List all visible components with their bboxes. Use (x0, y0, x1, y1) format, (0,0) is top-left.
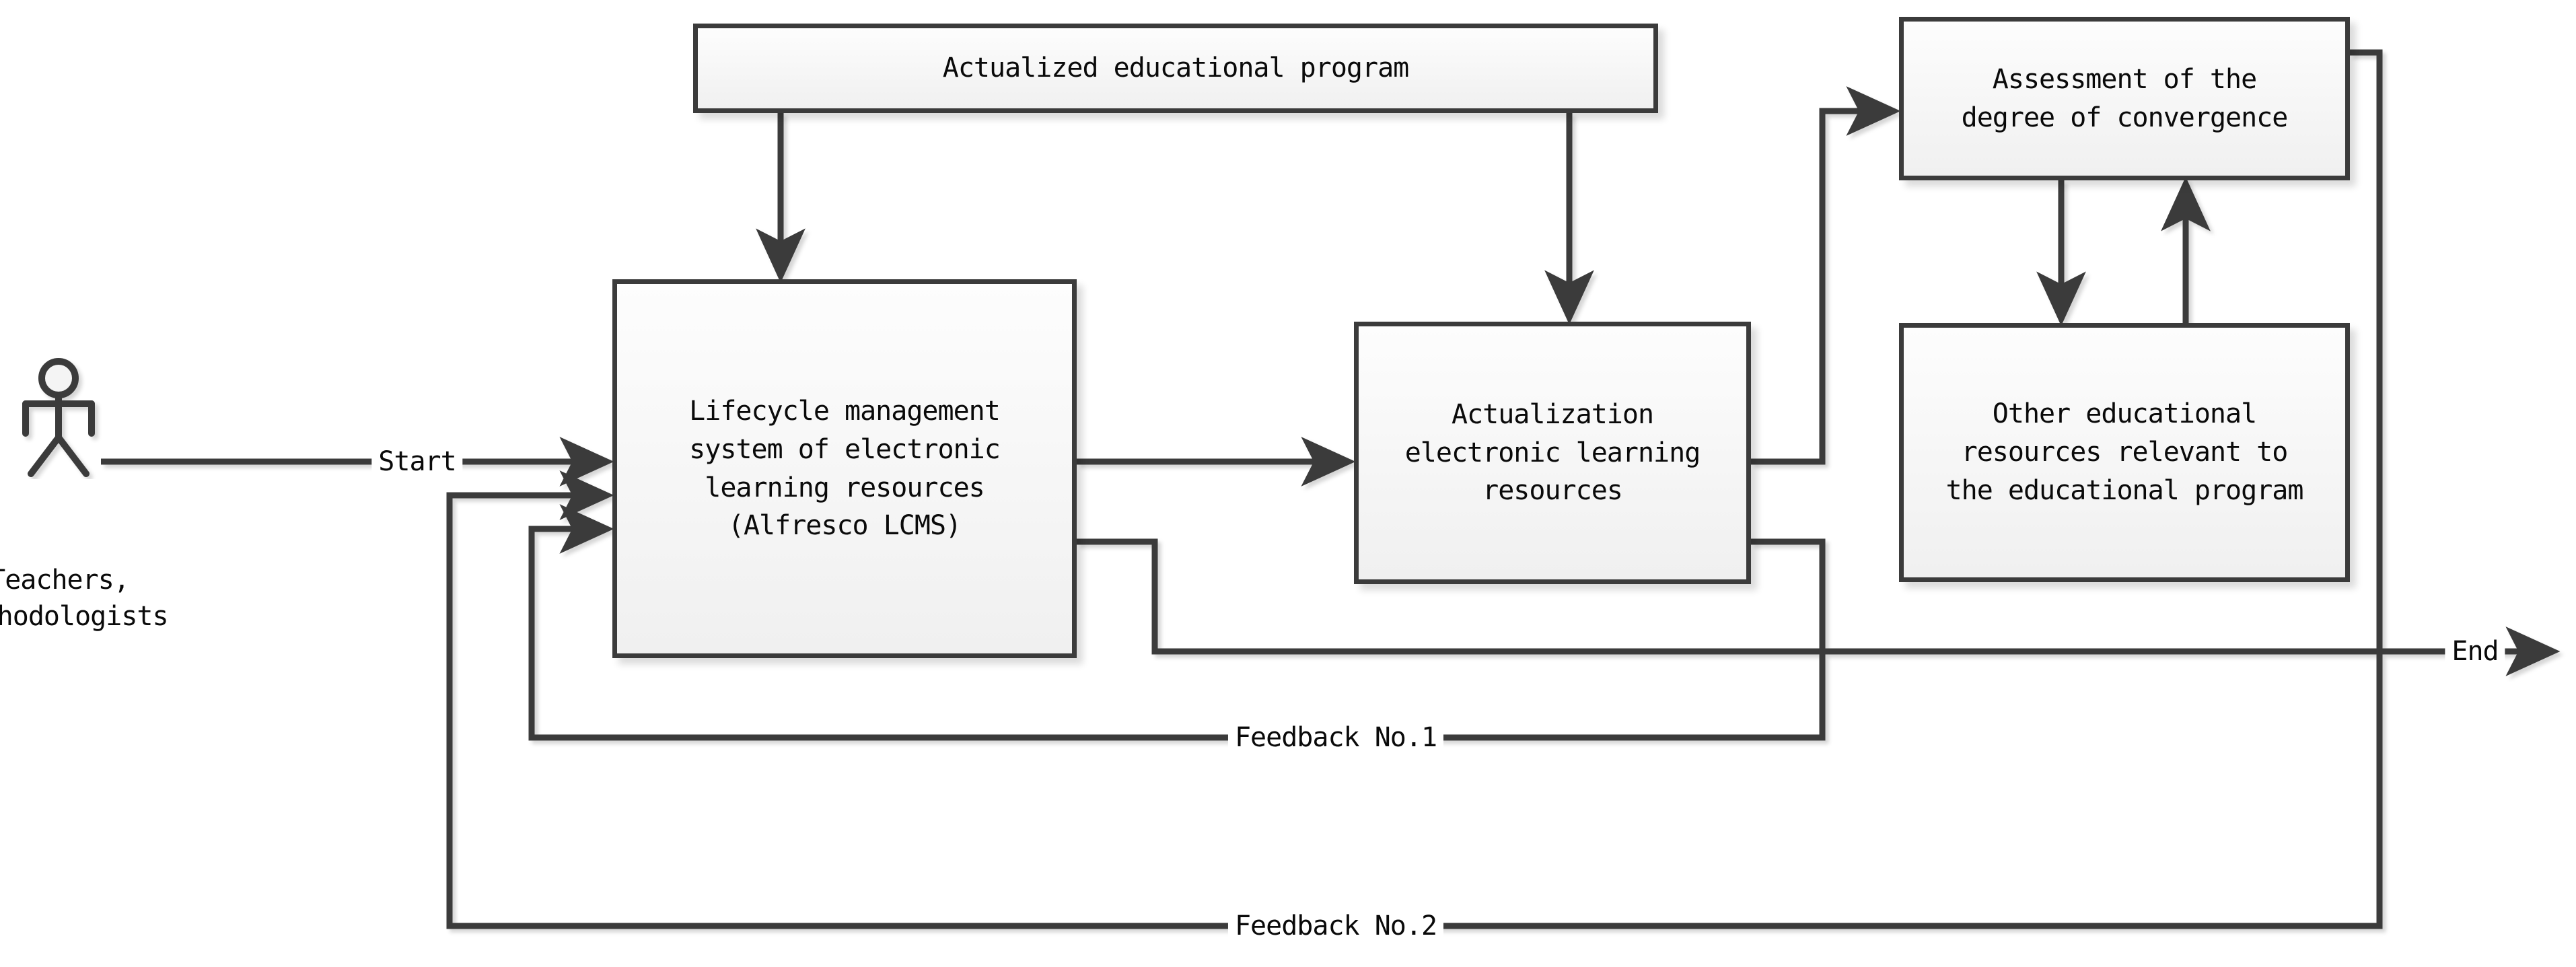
edge-label-feedback-no-1: Feedback No.1 (1227, 723, 1444, 752)
actor-teachers[interactable] (13, 358, 128, 479)
edge-label-feedback-no-2: Feedback No.2 (1227, 911, 1444, 941)
node-actualization[interactable]: Actualization electronic learning resour… (1354, 322, 1751, 584)
edge-feedback-no-1 (528, 504, 1826, 741)
node-lcms[interactable]: Lifecycle management system of electroni… (612, 279, 1077, 658)
node-lcms-label: Lifecycle management system of electroni… (689, 395, 1001, 542)
node-actualized-program-label: Actualized educational program (942, 52, 1409, 84)
actor-label-teachers: Teachers, methodologists (0, 565, 169, 632)
node-other-resources-label: Other educational resources relevant to … (1945, 398, 2304, 506)
node-assessment-label: Assessment of the degree of convergence (1961, 63, 2289, 133)
edge-lcms-to-end (1077, 538, 2561, 676)
node-actualized-program[interactable]: Actualized educational program (693, 24, 1658, 113)
stick-figure-actor-icon (22, 358, 95, 477)
node-assessment[interactable]: Assessment of the degree of convergence (1899, 17, 2350, 180)
node-actualization-label: Actualization electronic learning resour… (1404, 398, 1701, 507)
edge-label-end: End (2445, 637, 2505, 666)
node-other-resources[interactable]: Other educational resources relevant to … (1899, 323, 2350, 582)
edge-label-start: Start (371, 447, 463, 476)
edge-actualization-to-assessment (1751, 86, 1901, 465)
